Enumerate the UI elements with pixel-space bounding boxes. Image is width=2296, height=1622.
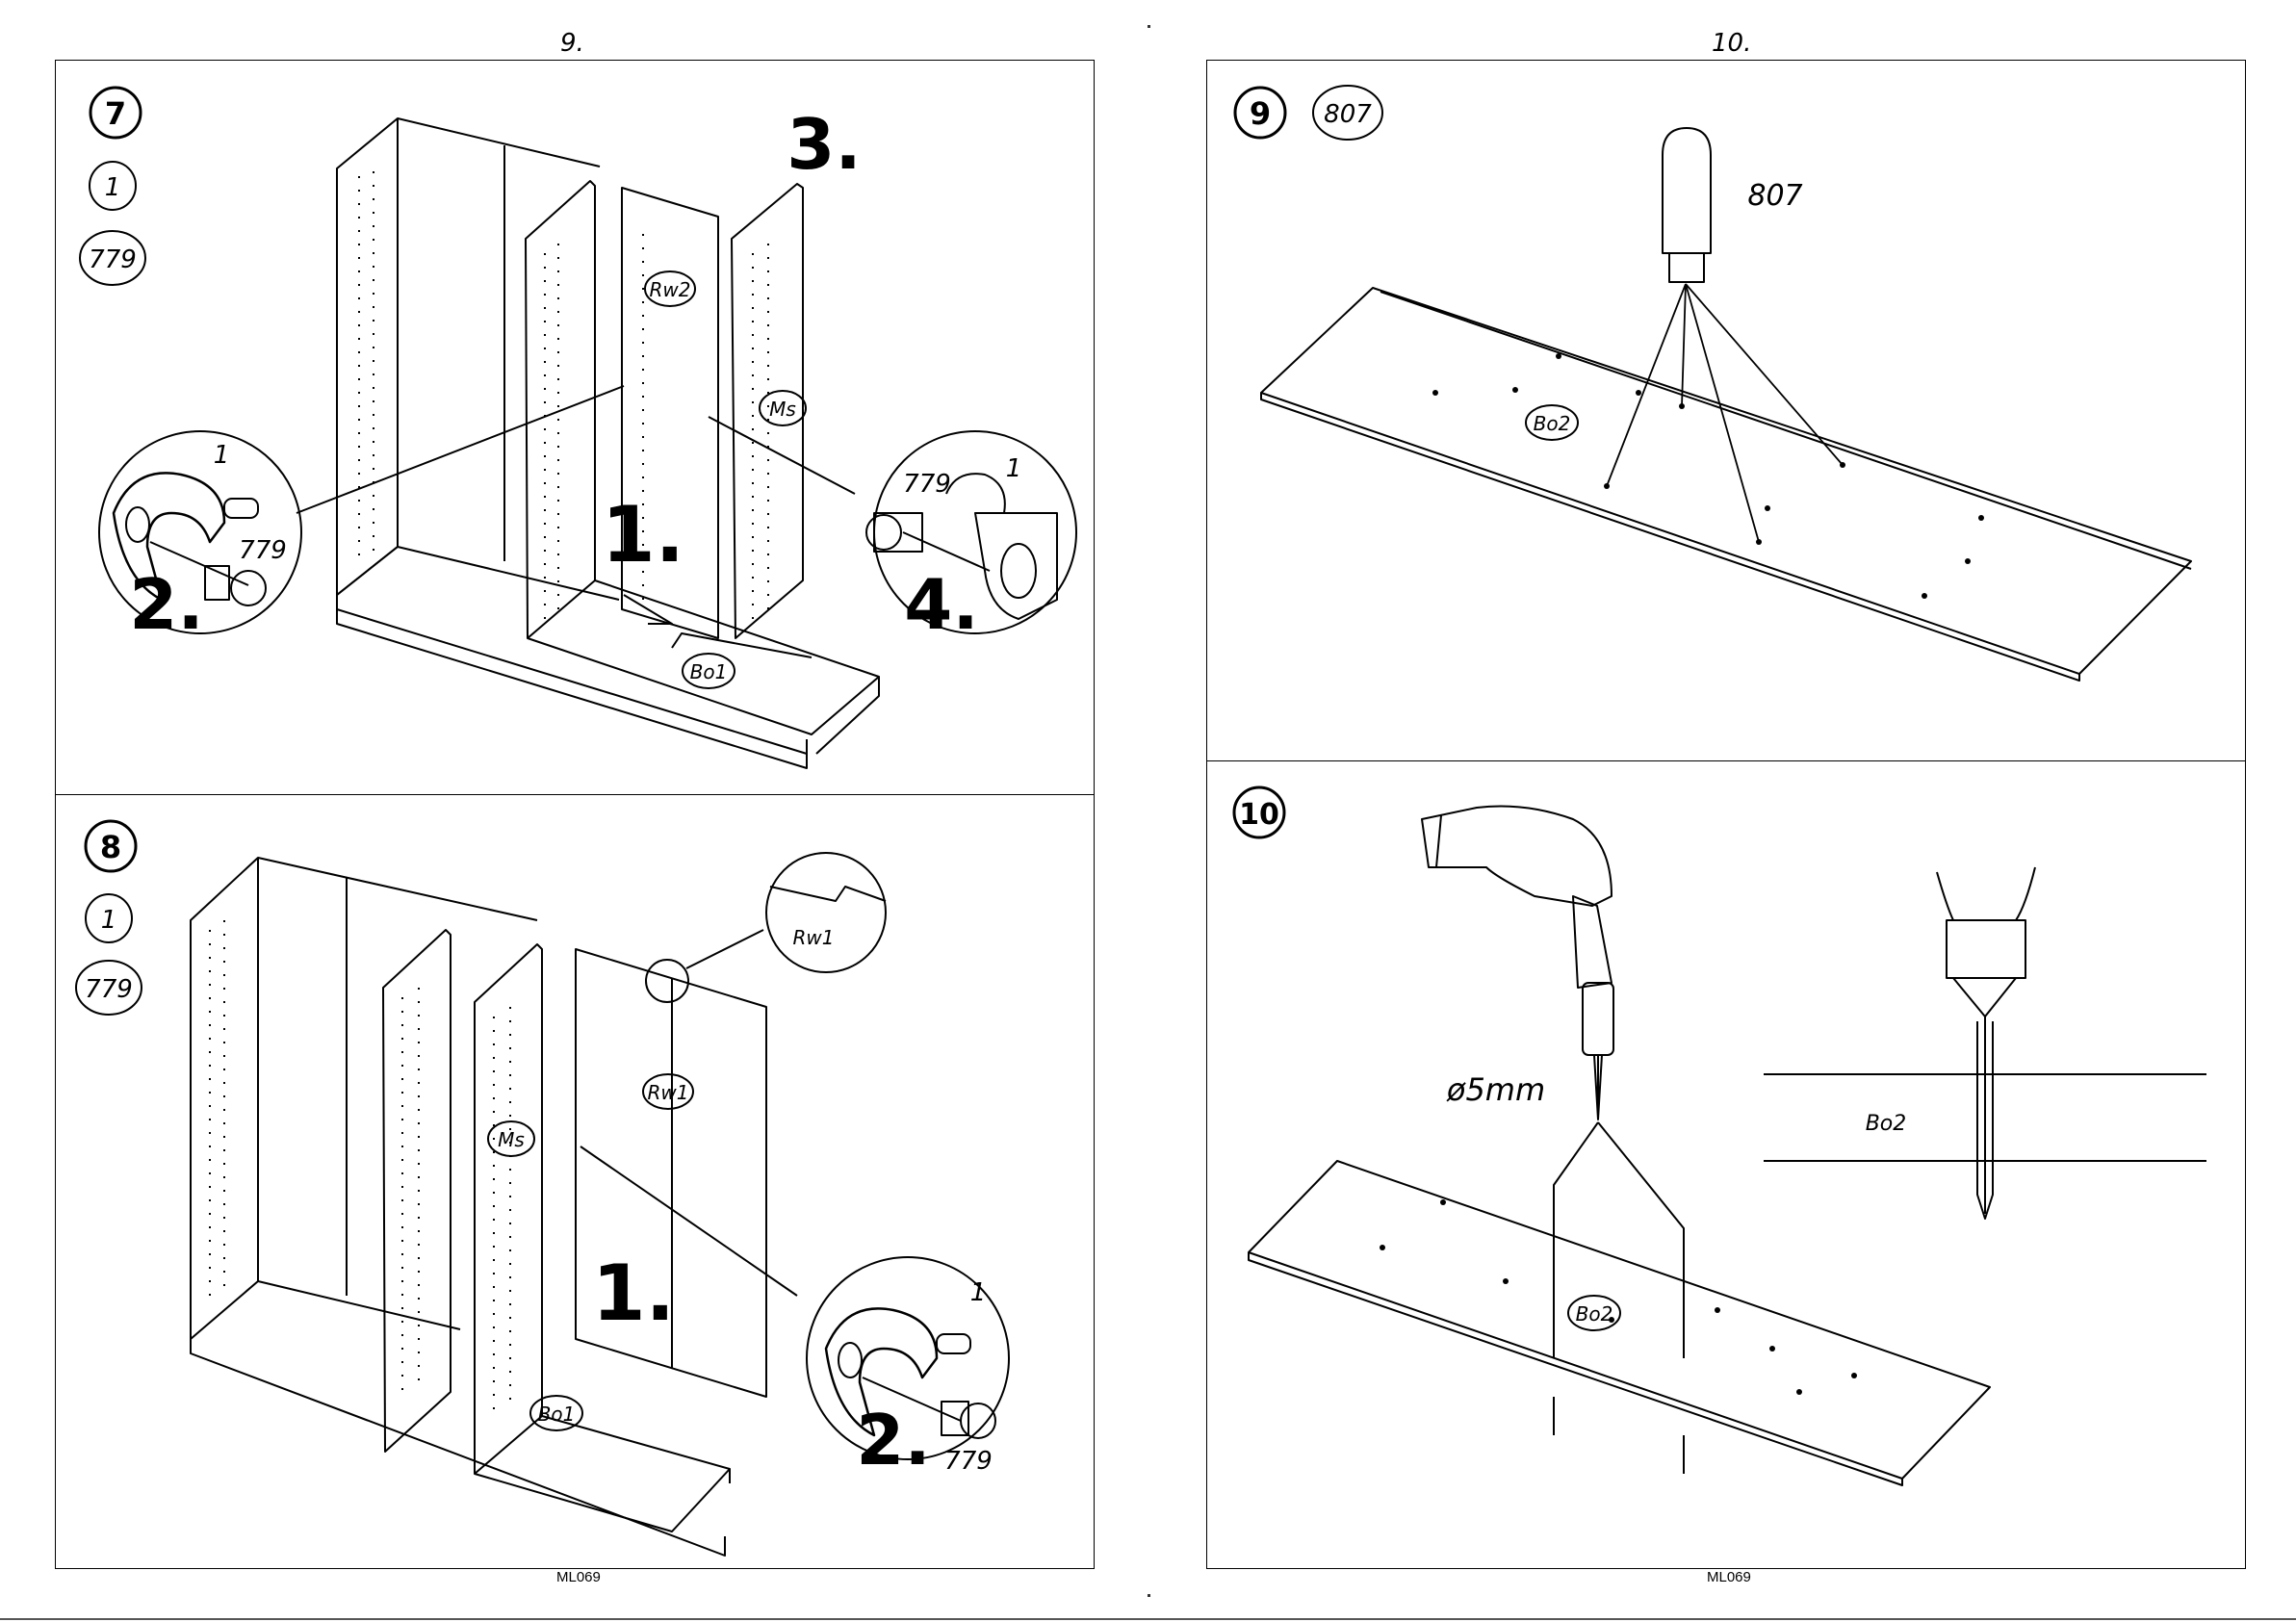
step-9-illustration: 9 807 807 Bo2	[1207, 61, 2247, 763]
diagram-label: 779	[944, 1447, 993, 1476]
diagram-label: 8	[100, 829, 121, 865]
diagram-label: ø5mm	[1446, 1071, 1545, 1108]
step-10-illustration: 10 ø5mm Bo2 Bo2	[1207, 761, 2247, 1570]
diagram-label: Rw1	[648, 1081, 689, 1104]
diagram-label: 1.	[592, 1249, 675, 1338]
diagram-label: Bo1	[538, 1403, 576, 1426]
diagram-label: 4.	[904, 564, 978, 645]
detail-circle-top	[766, 853, 886, 972]
diagram-label: 1	[101, 906, 117, 935]
diagram-label: 1.	[602, 490, 684, 579]
diagram-label: 779	[903, 470, 951, 499]
diagram-label: 1	[970, 1278, 987, 1307]
diagram-label: 779	[89, 245, 137, 274]
diagram-label: 2.	[856, 1400, 930, 1480]
diagram-label: Ms	[498, 1128, 525, 1151]
diagram-label: Bo2	[1534, 412, 1571, 435]
diagram-label: 1	[105, 173, 121, 202]
diagram-label: Rw2	[650, 278, 691, 301]
diagram-label: 1	[214, 441, 230, 470]
step-10-panel: 10 ø5mm Bo2 Bo2	[1206, 760, 2246, 1569]
footer-code-left: ML069	[556, 1569, 601, 1585]
shelf-board-bo2	[1249, 1161, 1990, 1485]
step-7-illustration: 7 1 779 Rw2 Ms Bo1 1. 3.	[56, 61, 1096, 797]
wardrobe-carcass	[191, 858, 730, 1556]
drill-section-diagram	[1764, 867, 2206, 1219]
diagram-label: Bo2	[1866, 1112, 1907, 1136]
diagram-label: 1	[1006, 454, 1022, 483]
shelf-board-bo2	[1261, 288, 2191, 681]
diagram-label: Bo1	[690, 660, 728, 683]
diagram-label: 807	[1747, 179, 1802, 213]
step-8-panel: 8 1 779 Rw1 Rw1 Ms Bo1 1.	[55, 794, 1095, 1569]
dowel-tool	[1663, 128, 1711, 282]
registration-mark-bottom	[1148, 1594, 1150, 1597]
diagram-label: 807	[1324, 100, 1372, 129]
step-number: 7	[105, 95, 126, 132]
diagram-label: 10	[1239, 798, 1279, 832]
wardrobe-carcass	[337, 118, 879, 768]
footer-code-right: ML069	[1707, 1569, 1751, 1585]
diagram-label: Rw1	[793, 926, 835, 949]
diagram-label: 3.	[787, 104, 861, 185]
diagram-label: 2.	[129, 564, 203, 645]
diagram-label: Bo2	[1576, 1302, 1613, 1326]
bottom-rule	[0, 1618, 2296, 1620]
page-number-left: 9.	[560, 29, 584, 58]
registration-mark-top	[1148, 25, 1150, 28]
diagram-label: 779	[85, 975, 133, 1004]
step-8-illustration: 8 1 779 Rw1 Rw1 Ms Bo1 1.	[56, 795, 1096, 1570]
page-number-right: 10.	[1712, 29, 1751, 58]
diagram-label: 779	[239, 536, 287, 565]
diagram-label: 9	[1250, 95, 1271, 132]
diagram-label: Ms	[769, 398, 796, 421]
step-9-panel: 9 807 807 Bo2	[1206, 60, 2246, 762]
step-7-panel: 7 1 779 Rw2 Ms Bo1 1. 3.	[55, 60, 1095, 796]
